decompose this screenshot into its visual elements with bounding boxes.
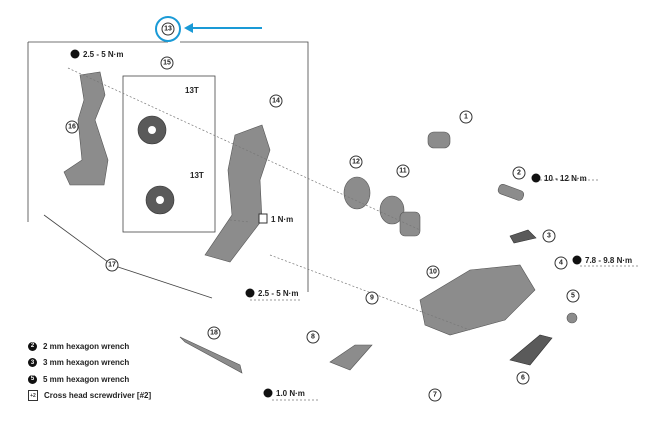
part-2 bbox=[497, 184, 525, 201]
part-1 bbox=[427, 131, 451, 149]
hex-2mm-icon: 2 bbox=[28, 341, 37, 351]
torque-spec: 2.5 - 5 N·m bbox=[70, 49, 123, 59]
callout-3: 3 bbox=[542, 229, 556, 243]
svg-text:12: 12 bbox=[352, 159, 360, 166]
svg-text:4: 4 bbox=[559, 260, 563, 267]
torque-spec: 10 - 12 N·m bbox=[531, 173, 587, 183]
legend-label: 3 mm hexagon wrench bbox=[43, 358, 130, 368]
torque-value: 7.8 - 9.8 N·m bbox=[585, 256, 632, 265]
subassembly-frame bbox=[27, 41, 309, 299]
callout-11: 11 bbox=[396, 164, 410, 178]
callout-18: 18 bbox=[207, 326, 221, 340]
torque-value: 1.0 N·m bbox=[276, 389, 305, 398]
sprocket-label-lower: 13T bbox=[190, 171, 204, 180]
callout-15: 15 bbox=[160, 56, 174, 70]
svg-text:7: 7 bbox=[433, 392, 437, 399]
main-body bbox=[419, 264, 536, 336]
callout-5: 5 bbox=[566, 289, 580, 303]
callout-6: 6 bbox=[516, 371, 530, 385]
hex-wrench-icon bbox=[531, 173, 541, 183]
torque-spec: 2.5 - 5 N·m bbox=[245, 288, 298, 298]
callout-7: 7 bbox=[428, 388, 442, 402]
guide-lines bbox=[67, 67, 640, 401]
callout-12: 12 bbox=[349, 155, 363, 169]
screwdriver-icon bbox=[258, 213, 268, 224]
svg-text:18: 18 bbox=[210, 330, 218, 337]
callout-1: 1 bbox=[459, 110, 473, 124]
sprocket-label-upper: 13T bbox=[185, 86, 199, 95]
hex-wrench-icon bbox=[245, 288, 255, 298]
torque-specs: 2.5 - 5 N·m 1 N·m 2.5 - 5 N·m 10 - 12 N·m 7.… bbox=[70, 49, 632, 398]
part-3 bbox=[509, 229, 537, 244]
svg-text:14: 14 bbox=[272, 98, 280, 105]
outer-plate bbox=[204, 124, 271, 263]
hex-wrench-icon bbox=[263, 388, 273, 398]
callout-14: 14 bbox=[269, 94, 283, 108]
torque-value: 1 N·m bbox=[271, 215, 293, 224]
part-18 bbox=[179, 336, 243, 374]
highlight-arrow bbox=[155, 16, 262, 42]
callout-8: 8 bbox=[306, 330, 320, 344]
legend-item: 2 2 mm hexagon wrench bbox=[28, 338, 151, 355]
svg-text:2: 2 bbox=[517, 170, 521, 177]
callout-13: 13 bbox=[161, 22, 175, 36]
torque-value: 10 - 12 N·m bbox=[544, 174, 587, 183]
part-11a bbox=[379, 195, 405, 225]
legend-item: 5 5 mm hexagon wrench bbox=[28, 371, 151, 388]
svg-text:11: 11 bbox=[399, 168, 407, 175]
svg-text:9: 9 bbox=[370, 295, 374, 302]
svg-text:5: 5 bbox=[571, 293, 575, 300]
svg-text:17: 17 bbox=[108, 262, 116, 269]
inner-plate bbox=[63, 71, 109, 186]
svg-text:13: 13 bbox=[164, 26, 172, 33]
torque-spec: 1 N·m bbox=[258, 213, 293, 224]
legend-item: +2 Cross head screwdriver [#2] bbox=[28, 388, 151, 405]
part-5 bbox=[566, 312, 578, 324]
callout-17: 17 bbox=[105, 258, 119, 272]
screwdriver-icon: +2 bbox=[28, 390, 38, 402]
svg-text:10: 10 bbox=[429, 269, 437, 276]
parts bbox=[63, 71, 578, 374]
svg-text:1: 1 bbox=[464, 114, 468, 121]
callout-16: 16 bbox=[65, 120, 79, 134]
tool-legend: 2 2 mm hexagon wrench 3 3 mm hexagon wrenc… bbox=[28, 338, 151, 404]
svg-text:6: 6 bbox=[521, 375, 525, 382]
hex-3mm-icon: 3 bbox=[28, 358, 37, 368]
part-8 bbox=[329, 344, 373, 371]
torque-value: 2.5 - 5 N·m bbox=[258, 289, 298, 298]
svg-text:3: 3 bbox=[547, 233, 551, 240]
svg-text:8: 8 bbox=[311, 334, 315, 341]
torque-spec: 1.0 N·m bbox=[263, 388, 305, 398]
torque-value: 2.5 - 5 N·m bbox=[83, 50, 123, 59]
callout-4: 4 bbox=[554, 256, 568, 270]
legend-item: 3 3 mm hexagon wrench bbox=[28, 355, 151, 372]
legend-label: 5 mm hexagon wrench bbox=[43, 374, 130, 384]
hex-5mm-icon: 5 bbox=[28, 374, 37, 384]
hex-wrench-icon bbox=[70, 49, 80, 59]
svg-text:15: 15 bbox=[163, 60, 171, 67]
callout-2: 2 bbox=[512, 166, 526, 180]
part-6 bbox=[509, 334, 553, 366]
part-12 bbox=[343, 176, 371, 210]
legend-label: 2 mm hexagon wrench bbox=[43, 341, 130, 351]
legend-label: Cross head screwdriver [#2] bbox=[44, 391, 152, 401]
torque-spec: 7.8 - 9.8 N·m bbox=[572, 255, 632, 265]
hex-wrench-icon bbox=[572, 255, 582, 265]
callout-9: 9 bbox=[365, 291, 379, 305]
callout-10: 10 bbox=[426, 265, 440, 279]
part-11b bbox=[399, 211, 421, 237]
svg-text:16: 16 bbox=[68, 124, 76, 131]
